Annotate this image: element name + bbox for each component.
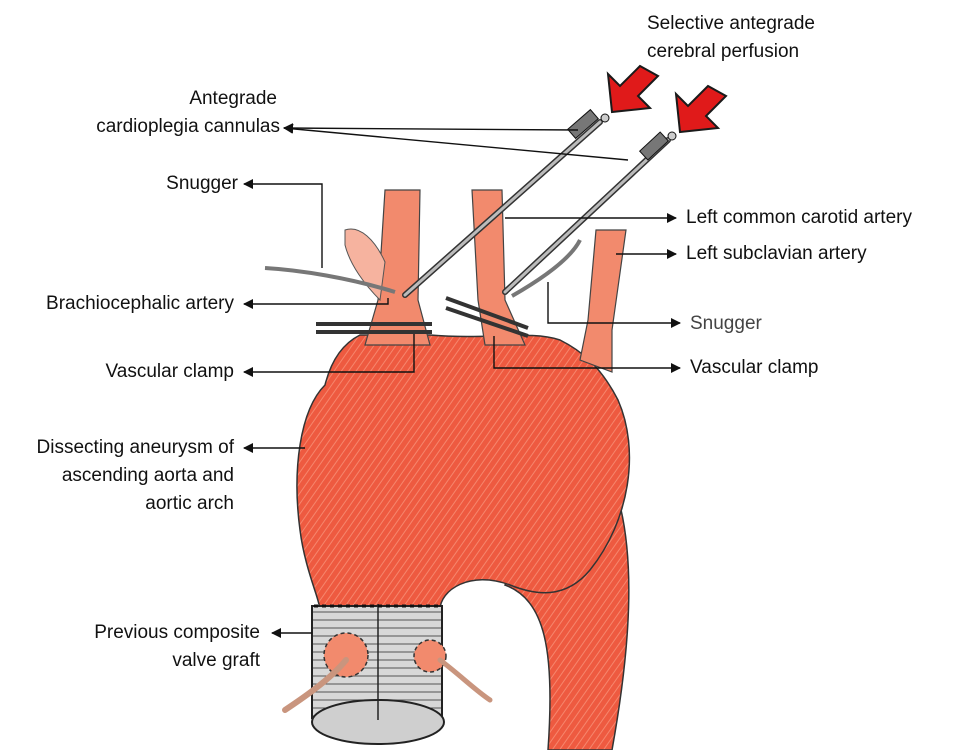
label-selective-perfusion: Selective antegrade cerebral perfusion bbox=[647, 10, 815, 66]
label-vascular-clamp-right: Vascular clamp bbox=[690, 354, 818, 382]
coronary-button-right bbox=[324, 633, 368, 677]
label-composite-valve-graft: Previous composite valve graft bbox=[94, 619, 260, 675]
label-snugger-left: Snugger bbox=[166, 170, 238, 198]
cannula-brachiocephalic bbox=[405, 110, 609, 295]
label-left-common-carotid: Left common carotid artery bbox=[686, 204, 912, 232]
label-dissecting-aneurysm: Dissecting aneurysm of ascending aorta a… bbox=[37, 434, 234, 518]
aortic-arch-aneurysm bbox=[297, 335, 629, 610]
perfusion-arrow-1 bbox=[608, 66, 658, 112]
snugger-tube-right bbox=[512, 240, 580, 296]
label-vascular-clamp-left: Vascular clamp bbox=[106, 358, 234, 386]
coronary-button-left bbox=[414, 640, 446, 672]
label-brachiocephalic-artery: Brachiocephalic artery bbox=[46, 290, 234, 318]
label-cardioplegia-cannulas: Antegrade cardioplegia cannulas bbox=[96, 85, 280, 141]
perfusion-arrow-2 bbox=[676, 86, 726, 132]
label-left-subclavian: Left subclavian artery bbox=[686, 240, 867, 268]
label-snugger-right: Snugger bbox=[690, 310, 762, 338]
left-subclavian-shape bbox=[580, 230, 626, 372]
